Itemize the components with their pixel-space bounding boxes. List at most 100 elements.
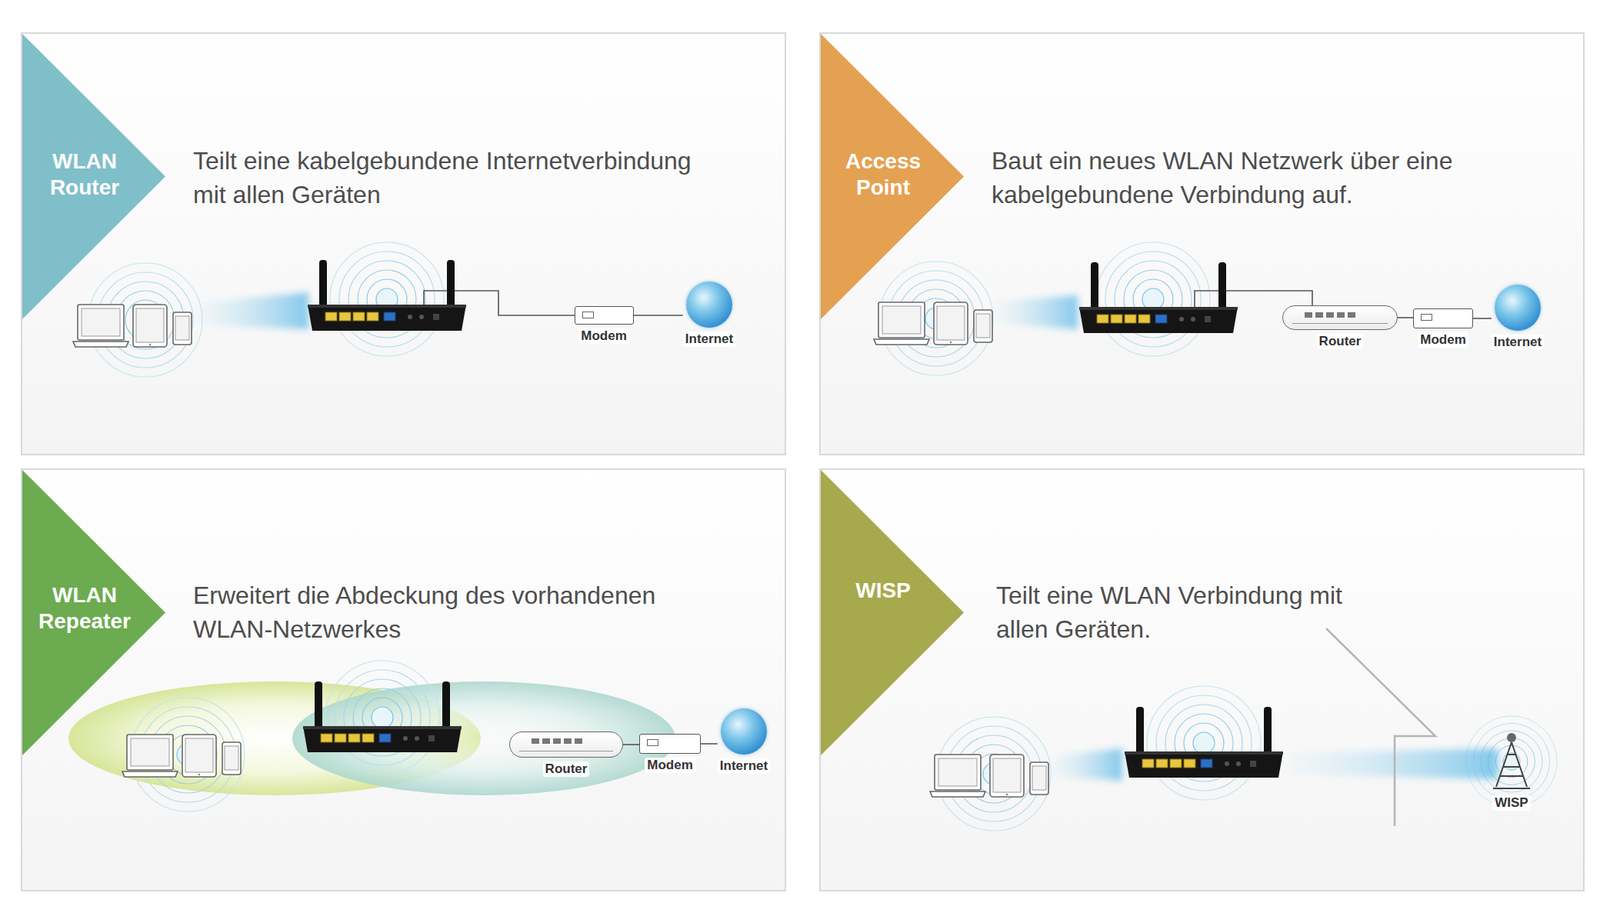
cable	[700, 743, 718, 745]
wifi-beam	[1051, 748, 1123, 781]
signal-rings	[325, 660, 440, 775]
panel-description: Baut ein neues WLAN Netzwerk über eine k…	[991, 143, 1515, 212]
device-label: Modem	[1417, 332, 1469, 348]
signal-rings	[330, 242, 444, 357]
router-line	[519, 750, 614, 752]
panel-text-box: Baut ein neues WLAN Netzwerk über eine k…	[991, 143, 1515, 212]
panel-description: Erweitert die Abdeckung des vorhandenen …	[193, 578, 717, 647]
mode-title: WISP	[825, 577, 941, 604]
mode-banner: Access Point	[820, 33, 964, 320]
globe-icon	[720, 708, 767, 755]
globe-icon	[686, 281, 733, 328]
scenario-panel: Teilt eine WLAN Verbindung mit allen Ger…	[819, 468, 1585, 892]
mode-title: Access Point	[825, 148, 941, 201]
banner-triangle	[820, 470, 964, 756]
rtr-icon	[509, 731, 624, 758]
signal-rings	[1096, 242, 1210, 357]
modem-light	[582, 311, 594, 319]
router-ports	[531, 738, 586, 744]
wlan-router-device	[1124, 706, 1284, 778]
antenna-mast	[1493, 742, 1530, 789]
device-label: Router	[543, 761, 590, 777]
device-label: WISP	[1492, 795, 1530, 811]
building-outline	[1326, 628, 1436, 827]
wisp-tower: WISP	[1490, 731, 1534, 811]
cable	[1473, 317, 1492, 320]
modem-icon	[574, 306, 634, 325]
client-devices	[73, 304, 192, 347]
panel-ground	[819, 32, 1585, 456]
client-devices	[930, 754, 1049, 797]
banner-shape	[820, 470, 964, 756]
modem-light	[646, 739, 659, 747]
panel-text-box: Teilt eine WLAN Verbindung mit allen Ger…	[996, 578, 1374, 647]
panel-description: Teilt eine WLAN Verbindung mit allen Ger…	[996, 578, 1374, 647]
modem-device: Modem	[1413, 308, 1474, 348]
globe-icon	[1494, 284, 1541, 331]
mode-title: WLAN Router	[26, 148, 143, 201]
device-label: Internet	[717, 758, 770, 774]
banner-triangle	[820, 33, 964, 320]
wifi-beam	[196, 292, 309, 330]
banner-text-box: WLAN Repeater	[26, 582, 143, 635]
router-device: Router	[509, 731, 624, 777]
connector	[1397, 317, 1414, 319]
mode-banner: WLAN Router	[22, 33, 166, 320]
router-line	[1292, 323, 1388, 324]
modem-icon	[639, 733, 701, 754]
modem-device: Modem	[574, 306, 634, 344]
wisp-antenna-icon	[1490, 731, 1534, 792]
internet-globe: Internet	[717, 708, 770, 774]
scenario-panel: Teilt eine kabelgebundene Internetverbin…	[20, 32, 787, 456]
client-devices	[873, 302, 993, 345]
router-device: Router	[1282, 305, 1398, 350]
access-point-scene	[873, 242, 1313, 376]
banner-text-box: WISP	[825, 577, 941, 604]
panel-ground	[20, 468, 787, 892]
wlan-router-device	[307, 260, 467, 331]
connector	[1473, 318, 1492, 320]
banner-text-box: WLAN Router	[26, 148, 143, 201]
mode-banner: WISP	[820, 470, 964, 756]
connector	[700, 743, 718, 745]
connector	[633, 315, 684, 317]
panel-text-box: Teilt eine kabelgebundene Internetverbin…	[193, 143, 717, 212]
signal-rings	[1146, 686, 1261, 800]
device-label: Router	[1316, 333, 1364, 350]
connector	[623, 744, 640, 746]
scenario-panel: Baut ein neues WLAN Netzwerk über eine k…	[819, 32, 1585, 456]
panel-description: Teilt eine kabelgebundene Internetverbin…	[193, 143, 717, 212]
device-label: Internet	[1491, 334, 1544, 350]
mode-banner: WLAN Repeater	[22, 470, 166, 756]
rtr-icon	[1282, 305, 1398, 330]
panel-ground	[20, 32, 787, 456]
antenna-tip	[1506, 733, 1517, 743]
client-devices	[122, 734, 241, 777]
cable	[1194, 290, 1313, 307]
scenario-panel: Erweitert die Abdeckung des vorhandenen …	[20, 468, 787, 892]
banner-triangle	[22, 33, 166, 320]
wifi-beam	[994, 295, 1078, 330]
modem-icon	[1413, 308, 1474, 329]
banner-text-box: Access Point	[825, 148, 941, 201]
wlan-router-device	[303, 681, 462, 753]
internet-globe: Internet	[1491, 284, 1544, 350]
repeater-scene	[68, 660, 676, 812]
device-label: Internet	[683, 331, 736, 347]
internet-globe: Internet	[683, 281, 736, 347]
coverage-area	[292, 681, 676, 796]
cable	[633, 314, 684, 317]
panel-text-box: Erweitert die Abdeckung des vorhandenen …	[193, 578, 717, 647]
router-scene	[73, 242, 575, 377]
device-label: Modem	[578, 328, 630, 344]
cable	[1397, 316, 1414, 319]
banner-triangle	[22, 470, 166, 756]
modem-device: Modem	[639, 733, 701, 774]
router-ports	[1304, 312, 1359, 318]
wisp-scene	[930, 628, 1557, 831]
device-label: Modem	[644, 757, 696, 774]
wlan-router-device	[1079, 262, 1238, 334]
